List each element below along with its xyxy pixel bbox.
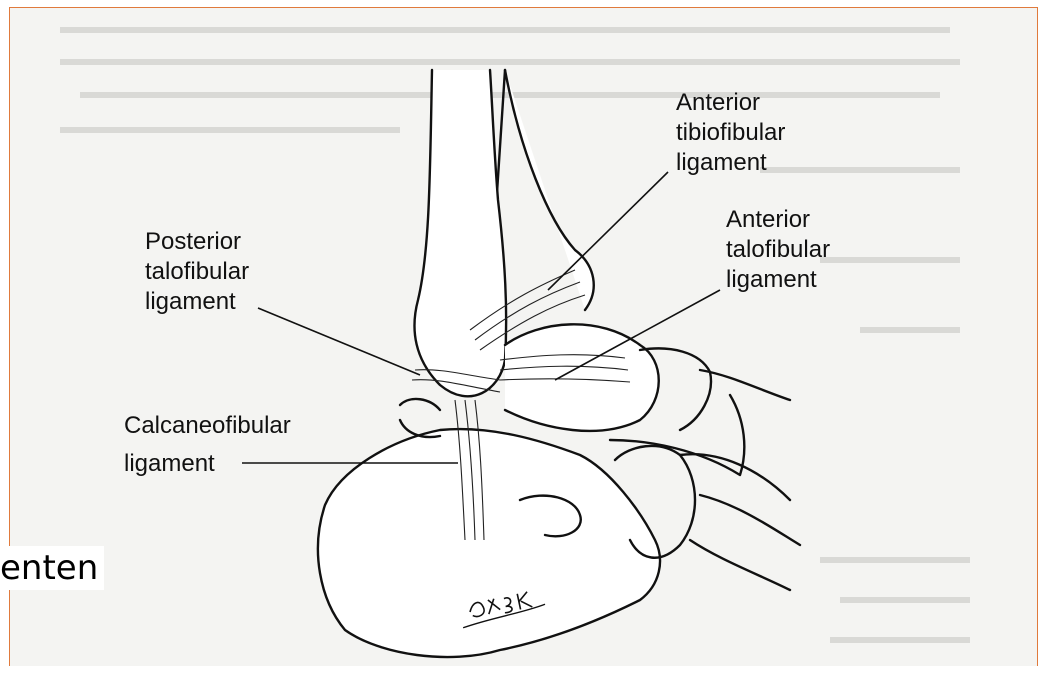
bottom-strip [0,666,1046,683]
leader-posterior-talofibular [258,308,420,375]
talus [505,324,659,431]
tibia [505,70,594,310]
leader-anterior-tibiofibular [548,172,668,290]
fibula [414,70,506,396]
slide-text-fragment: enten [0,546,104,590]
label-calcaneofibular: Calcaneofibular ligament [124,412,297,477]
label-anterior-tibiofibular: Anterior tibiofibular ligament [676,89,792,176]
label-posterior-talofibular: Posterior talofibular ligament [145,228,256,315]
label-anterior-talofibular: Anterior talofibular ligament [726,206,837,293]
